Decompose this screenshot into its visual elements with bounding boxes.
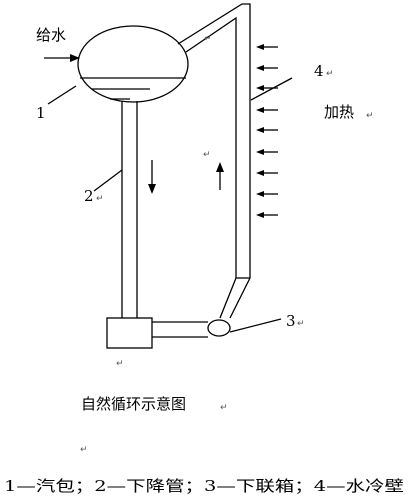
leader-line-3 xyxy=(229,318,282,333)
paragraph-mark: ↵ xyxy=(204,34,212,44)
paragraph-mark: ↵ xyxy=(80,445,88,455)
heat-arrow xyxy=(256,149,278,155)
heat-arrow xyxy=(256,107,278,113)
water-wall-riser xyxy=(177,3,251,319)
steam-drum xyxy=(77,25,189,103)
feedwater-arrow xyxy=(44,54,80,62)
diagram-caption: 自然循环示意图 xyxy=(81,395,186,413)
heat-arrow xyxy=(256,170,278,176)
heat-arrow xyxy=(256,65,278,71)
leader-line-1 xyxy=(47,85,77,105)
downcomer-pipe xyxy=(121,101,138,318)
number-2-label: 2 xyxy=(84,187,94,205)
lower-header xyxy=(106,317,208,349)
number-3-label: 3 xyxy=(286,312,296,330)
heating-arrows xyxy=(256,44,278,218)
paragraph-mark: ↵ xyxy=(203,150,211,160)
legend-text: 1—汽包；2—下降管；3—下联箱；4—水冷壁 xyxy=(4,477,404,495)
heat-arrow xyxy=(256,212,278,218)
heat-arrow xyxy=(256,127,278,133)
number-1-label: 1 xyxy=(36,104,46,122)
paragraph-mark: ↵ xyxy=(326,69,334,79)
paragraph-mark: ↵ xyxy=(220,403,228,413)
paragraph-mark: ↵ xyxy=(96,194,104,204)
heating-label: 加热 xyxy=(324,103,354,121)
heat-arrow xyxy=(256,85,278,91)
number-4-label: 4 xyxy=(314,62,324,80)
paragraph-mark: ↵ xyxy=(366,111,374,121)
heat-arrow xyxy=(256,191,278,197)
leader-line-4 xyxy=(250,77,293,101)
upflow-arrow xyxy=(216,162,224,190)
heat-arrow xyxy=(256,44,278,50)
feedwater-label: 给水 xyxy=(36,26,66,44)
paragraph-mark: ↵ xyxy=(116,359,124,369)
leader-line-2 xyxy=(93,169,123,192)
header-junction xyxy=(207,319,231,337)
downflow-arrow xyxy=(148,160,156,194)
paragraph-mark: ↵ xyxy=(297,319,305,329)
